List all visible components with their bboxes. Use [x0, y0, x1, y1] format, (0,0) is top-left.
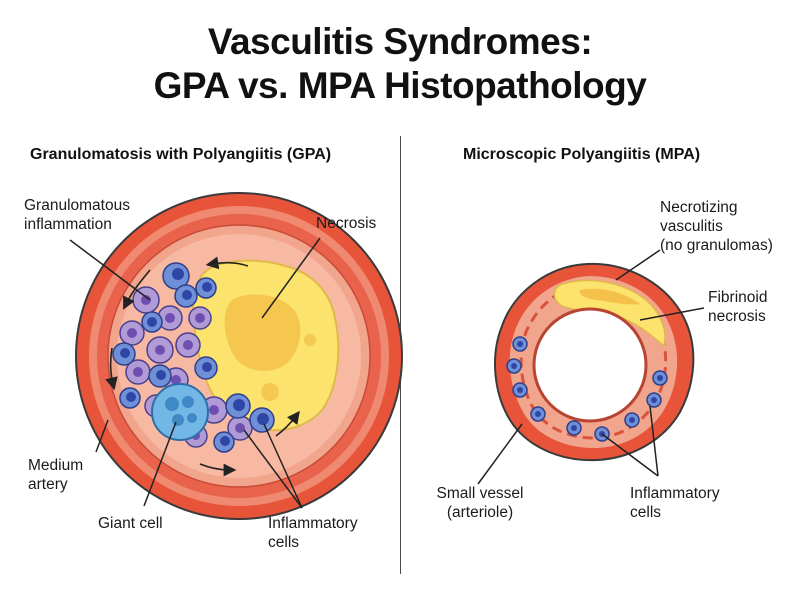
page-title: Vasculitis Syndromes: GPA vs. MPA Histop…: [0, 20, 800, 108]
leader-mpa-inflam-1: [601, 433, 659, 477]
label-granulomatous-inflammation: Granulomatous inflammation: [24, 197, 130, 233]
label-necrotizing-vasculitis: Necrotizing vasculitis (no granulomas): [660, 199, 773, 254]
leader-necrotizing: [615, 249, 661, 281]
mpa-lumen: [532, 307, 648, 423]
title-line-2: GPA vs. MPA Histopathology: [153, 65, 647, 106]
leader-necrosis: [261, 237, 321, 319]
label-small-vessel: Small vessel (arteriole): [436, 485, 524, 521]
leader-granulomatous: [69, 239, 151, 301]
mpa-vessel-cross-section: [494, 262, 695, 462]
leader-mpa-inflam-2: [649, 405, 659, 477]
leader-small-vessel: [477, 423, 523, 485]
leader-gpa-inflam-2: [263, 423, 303, 509]
gpa-giant-cell: [151, 383, 209, 441]
leader-fibrinoid: [639, 307, 705, 321]
leader-medium-artery: [95, 419, 109, 453]
title-line-1: Vasculitis Syndromes:: [207, 21, 593, 62]
leader-giant-cell: [143, 421, 177, 507]
mpa-panel-heading: Microscopic Polyangiitis (MPA): [463, 146, 701, 163]
label-giant-cell: Giant cell: [98, 515, 163, 532]
label-fibrinoid-necrosis: Fibrinoid necrosis: [708, 289, 768, 325]
label-necrosis: Necrosis: [316, 215, 377, 232]
gpa-granuloma-cells: [112, 262, 275, 453]
label-medium-artery: Medium artery: [28, 457, 84, 493]
label-mpa-inflammatory-cells: Inflammatory cells: [630, 485, 720, 521]
gpa-panel-heading: Granulomatosis with Polyangiitis (GPA): [30, 146, 332, 163]
gpa-artery-cross-section: [75, 192, 403, 520]
label-gpa-inflammatory-cells: Inflammatory cells: [268, 515, 358, 551]
gpa-necrosis-core: [224, 294, 301, 371]
leader-gpa-inflam-1: [243, 429, 303, 509]
